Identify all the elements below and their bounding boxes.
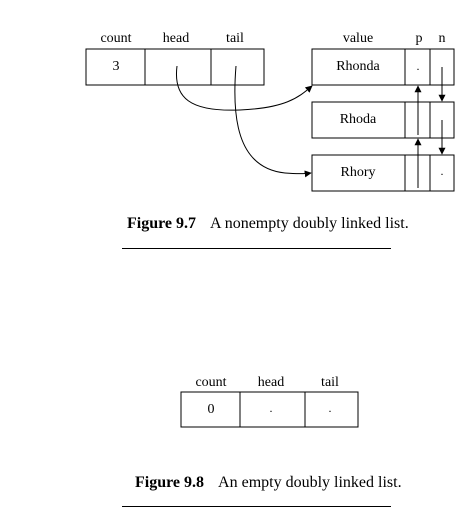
prev-header: p [415,31,423,46]
figure-9-7-rule [122,248,391,249]
figure-9-7-caption-text: A nonempty doubly linked list. [210,215,409,232]
figure-9-8-label: Figure 9.8 [135,474,205,491]
figure-9-7-label: Figure 9.7 [127,215,197,232]
figure-9-8-caption-text: An empty doubly linked list. [218,474,402,491]
node-box-rhory [311,154,455,192]
node-box-rhoda [311,101,455,139]
figure-9-8-rule [122,506,391,507]
empty-list-record-box [180,391,359,428]
empty-head-header: head [257,375,285,390]
head-pointer-arrow [175,65,313,111]
null-prev-dot: · [416,62,420,76]
list-record-box [85,48,265,86]
next-header: n [438,31,446,46]
tail-header: tail [226,31,244,46]
count-value: 3 [112,59,120,74]
node-value-rhonda: Rhonda [336,59,380,74]
head-header: head [162,31,190,46]
empty-head-null-dot: · [269,404,273,418]
node-box-rhonda [311,48,455,86]
null-next-dot: · [440,167,444,181]
figure-9-8-caption: Figure 9.8 An empty doubly linked list. [135,474,402,492]
empty-count-value: 0 [207,402,215,417]
value-header: value [342,31,374,46]
tail-pointer-arrow [234,65,312,178]
empty-tail-header: tail [321,375,339,390]
node-value-rhory: Rhory [340,165,376,180]
figure-9-7-caption: Figure 9.7 A nonempty doubly linked list. [127,215,409,233]
empty-tail-null-dot: · [328,404,332,418]
node-value-rhoda: Rhoda [339,112,377,127]
count-header: count [100,31,132,46]
empty-count-header: count [195,375,227,390]
